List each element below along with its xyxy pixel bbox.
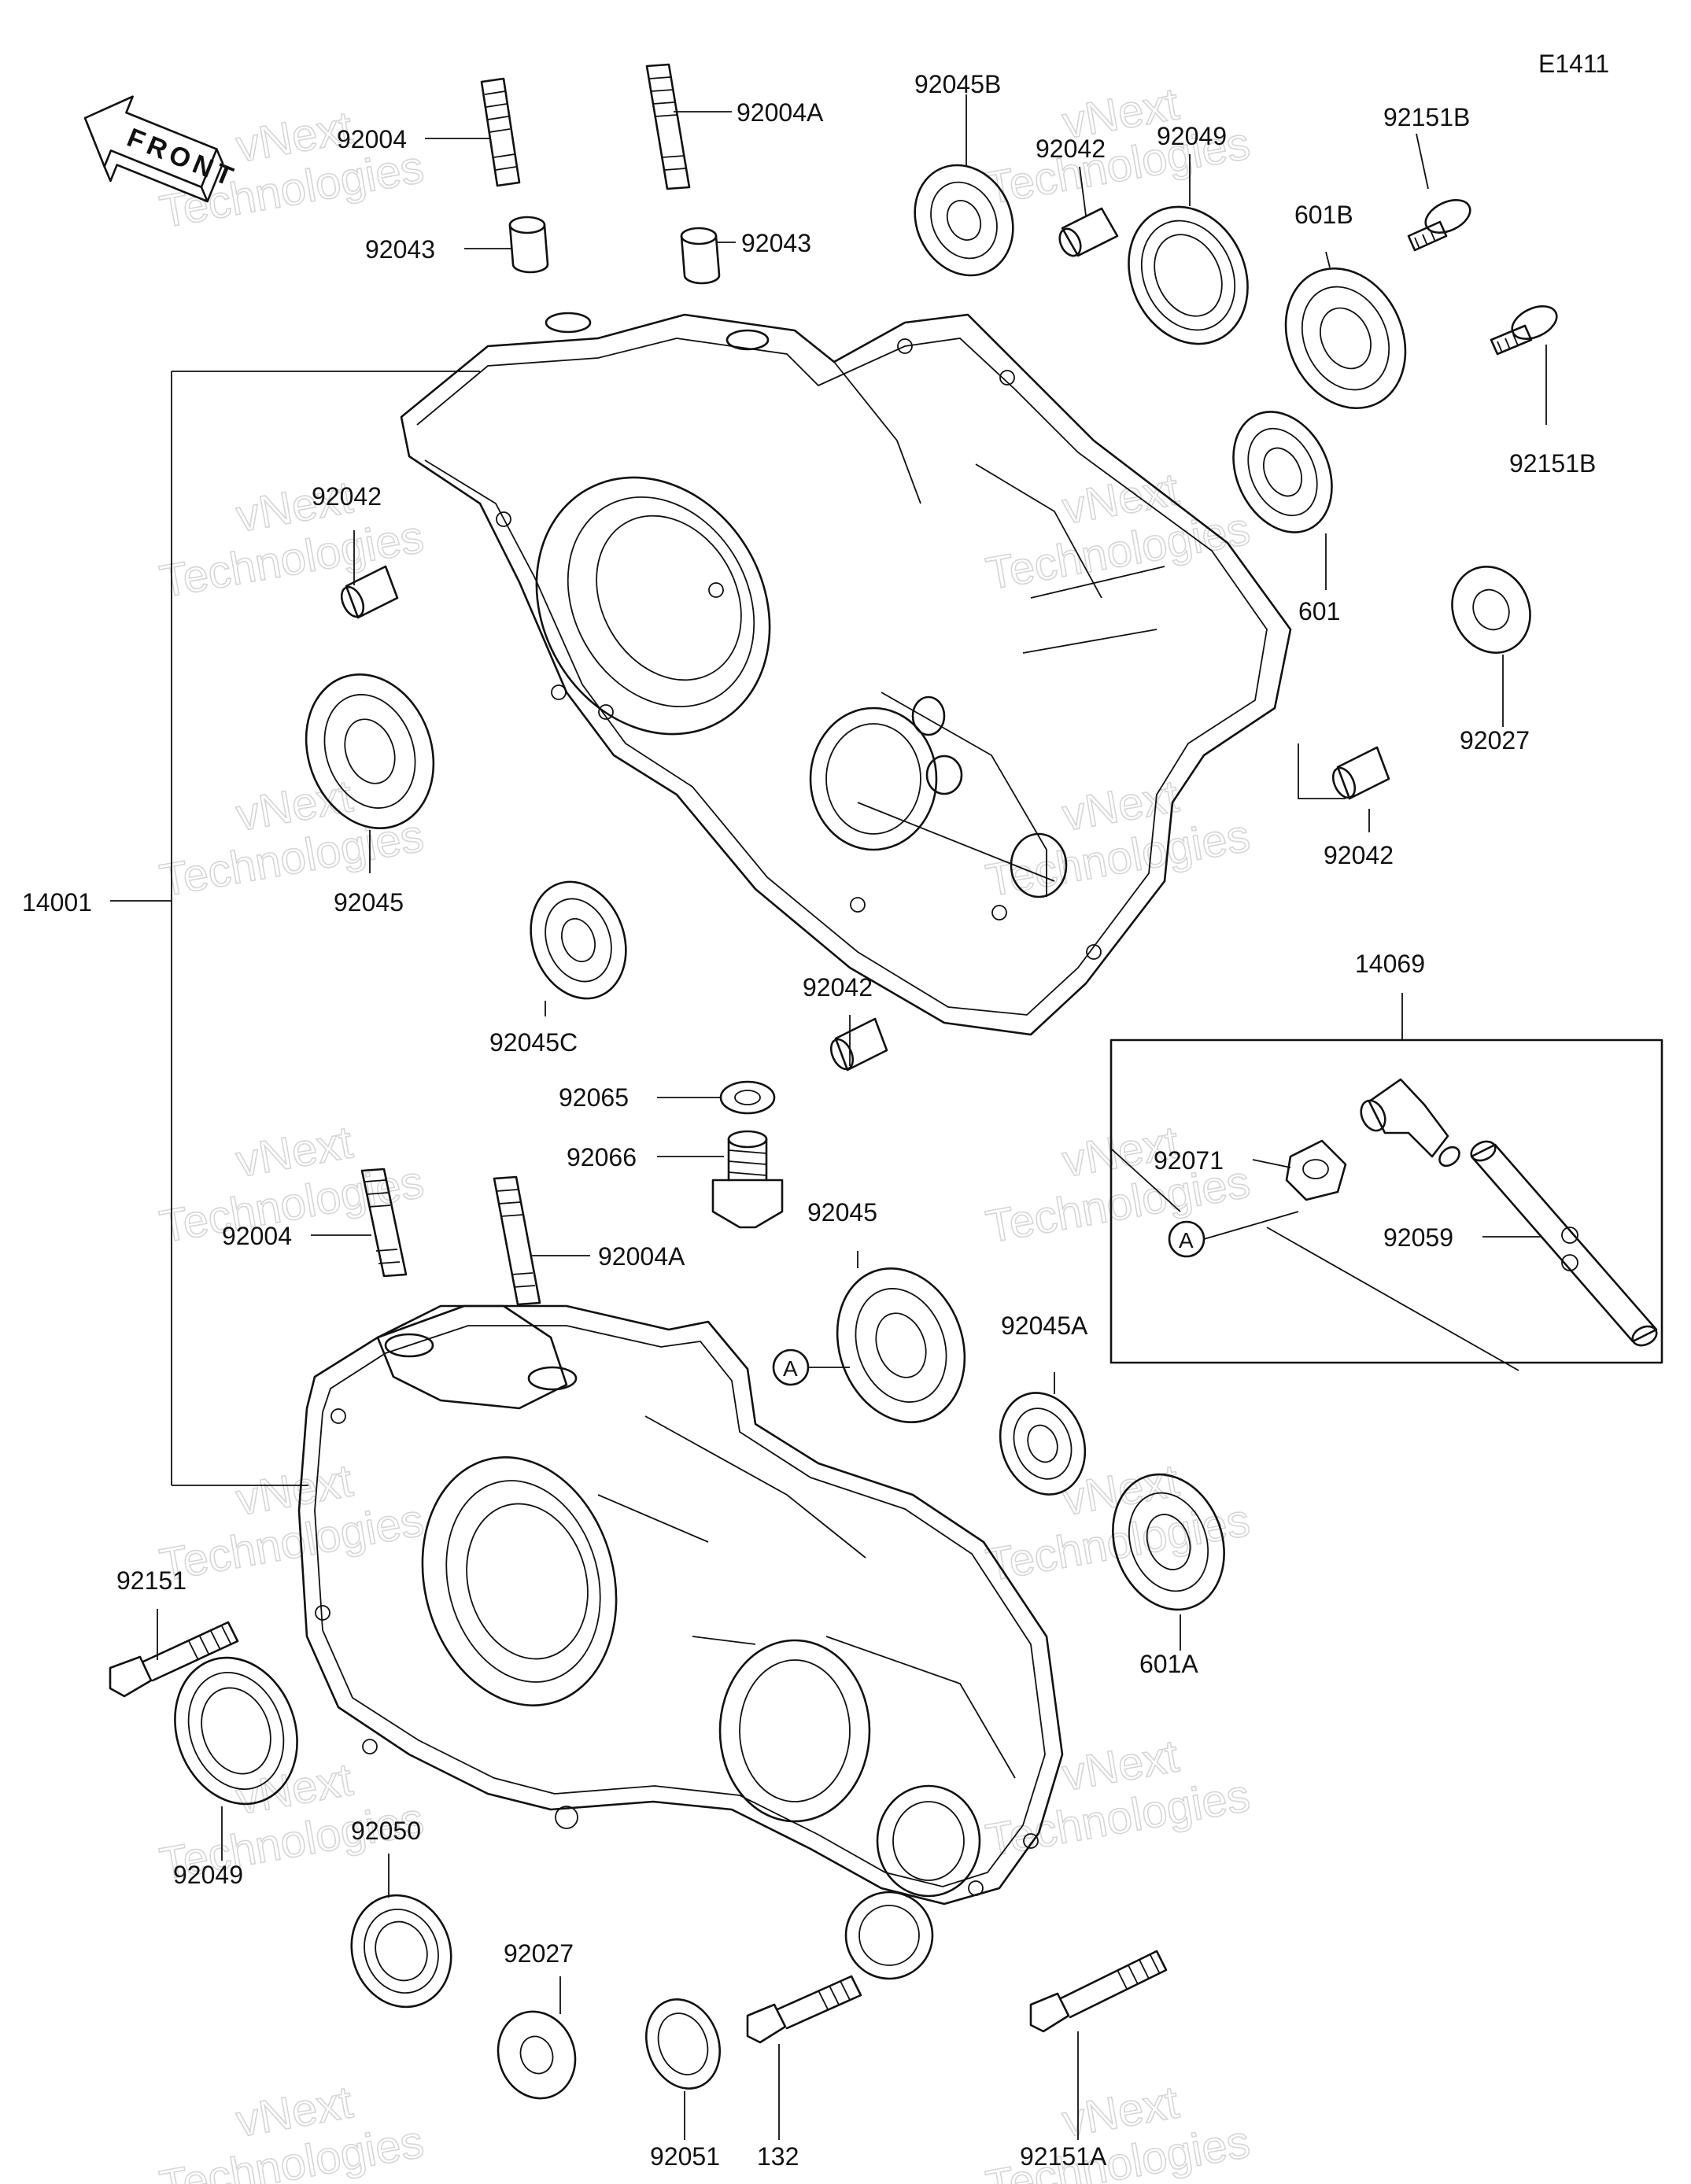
label-92049-top[interactable]: 92049: [1157, 122, 1227, 150]
stud-92004a-top-icon: [645, 63, 691, 190]
dowel-92042-top-icon: [1058, 207, 1119, 257]
lower-crankcase-half: [297, 1304, 1064, 1980]
label-92027-right[interactable]: 92027: [1460, 726, 1530, 754]
callout-a-box: A: [1168, 1220, 1205, 1258]
bearing-92045-left-icon: [305, 673, 435, 829]
washer-92027-bottom-icon: [497, 2010, 577, 2100]
label-92151a[interactable]: 92151A: [1020, 2142, 1107, 2171]
part-labels: 92004 92004A 92043 92043 92045B 92042 92…: [22, 70, 1596, 2171]
label-92066[interactable]: 92066: [567, 1143, 637, 1171]
bolt-92151-icon: [109, 1621, 239, 1698]
label-601a[interactable]: 601A: [1139, 1650, 1198, 1678]
label-601b[interactable]: 601B: [1294, 201, 1353, 229]
label-92043-right[interactable]: 92043: [741, 229, 811, 257]
label-92071[interactable]: 92071: [1154, 1146, 1224, 1175]
dowel-92042-center-icon: [829, 1017, 888, 1072]
bearing-92045c-icon: [530, 880, 627, 1000]
oil-seal-92051-icon: [644, 1998, 722, 2090]
callout-a-case-letter: A: [783, 1356, 798, 1381]
washer-92027-right-icon: [1451, 566, 1531, 654]
label-92042-left[interactable]: 92042: [312, 482, 382, 511]
dowel-92043-right-icon: [680, 227, 721, 285]
oil-seal-92050-icon: [350, 1894, 452, 2009]
label-92042-top[interactable]: 92042: [1036, 135, 1106, 163]
label-92151[interactable]: 92151: [116, 1566, 186, 1595]
dowel-92042-left-icon: [340, 565, 399, 619]
label-92050[interactable]: 92050: [351, 1817, 421, 1845]
stud-92004-bottom-icon: [360, 1168, 408, 1278]
callout-a-case: A: [772, 1348, 810, 1386]
oil-seal-92049-top-icon: [1128, 205, 1249, 345]
bolt-92151a-icon: [1029, 1950, 1168, 2033]
dowel-92043-left-icon: [508, 216, 549, 274]
dowel-92042-mid-icon: [1331, 746, 1390, 800]
elbow-fitting-icon: [1360, 1078, 1460, 1168]
stud-92004-top-icon: [480, 77, 521, 187]
label-92045-bottom[interactable]: 92045: [807, 1198, 877, 1227]
drain-plug-92066-icon: [711, 1130, 784, 1229]
leader-lines: [110, 94, 1547, 2140]
label-92049-bottom[interactable]: 92049: [173, 1861, 243, 1889]
hose-92059-icon: [1470, 1140, 1658, 1347]
label-92043-left[interactable]: 92043: [365, 235, 435, 264]
bolt-132-icon: [746, 1975, 862, 2044]
bearing-601a-icon: [1112, 1473, 1225, 1611]
label-92051[interactable]: 92051: [650, 2142, 720, 2171]
label-92065[interactable]: 92065: [559, 1083, 629, 1112]
bolt-92151b-top-icon: [1407, 199, 1471, 252]
stud-92004a-bottom-icon: [493, 1175, 541, 1306]
label-92004-bottom[interactable]: 92004: [222, 1222, 292, 1250]
label-92045a[interactable]: 92045A: [1001, 1312, 1088, 1340]
breather-kit-14069-box: [1109, 1039, 1663, 1364]
upper-crankcase-half: [400, 312, 1292, 1036]
label-92027-bottom[interactable]: 92027: [504, 1939, 574, 1968]
label-92045b[interactable]: 92045B: [914, 70, 1001, 98]
bolt-92151b-right-icon: [1490, 305, 1558, 356]
callout-a-box-letter: A: [1179, 1228, 1194, 1252]
label-14069[interactable]: 14069: [1355, 950, 1425, 978]
label-92045-left[interactable]: 92045: [334, 888, 404, 917]
bearing-92045b-icon: [914, 164, 1014, 277]
bearing-601b-icon: [1284, 267, 1407, 410]
grommet-92071-icon: [1285, 1139, 1347, 1201]
bearing-601-icon: [1232, 411, 1333, 533]
label-92151b-right[interactable]: 92151B: [1509, 449, 1596, 478]
label-92004-top[interactable]: 92004: [337, 125, 407, 153]
label-92042-mid[interactable]: 92042: [1324, 841, 1394, 869]
label-92059[interactable]: 92059: [1383, 1223, 1453, 1252]
oil-seal-92049-bottom-icon: [174, 1656, 298, 1806]
label-92151b-top[interactable]: 92151B: [1383, 103, 1470, 131]
label-92004a-bottom[interactable]: 92004A: [598, 1242, 685, 1271]
label-92045c[interactable]: 92045C: [489, 1028, 578, 1057]
bearing-92045a-icon: [999, 1392, 1087, 1496]
label-601[interactable]: 601: [1298, 597, 1340, 625]
diagram-code: E1411: [1538, 50, 1609, 78]
bearing-92045-bottom-icon: [836, 1267, 966, 1423]
label-14001[interactable]: 14001: [22, 888, 92, 917]
label-92004a-top[interactable]: 92004A: [737, 98, 824, 127]
label-132[interactable]: 132: [757, 2142, 799, 2171]
label-92042-center[interactable]: 92042: [803, 973, 873, 1002]
washer-92065-icon: [719, 1080, 776, 1115]
